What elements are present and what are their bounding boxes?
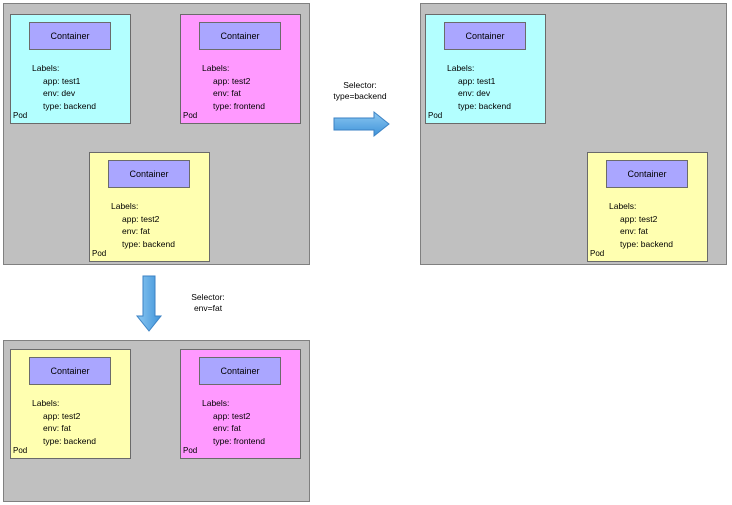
- label-env: env: fat: [122, 226, 150, 236]
- label-type: type: frontend: [213, 435, 265, 446]
- labels-heading: Labels:: [609, 201, 637, 211]
- pod-labels: Labels: app: test1 env: dev type: backen…: [32, 62, 96, 112]
- label-type: type: backend: [458, 100, 511, 111]
- labels-heading: Labels:: [32, 398, 60, 408]
- labels-heading: Labels:: [202, 63, 230, 73]
- labels-heading: Labels:: [447, 63, 475, 73]
- container-box: Container: [29, 357, 111, 385]
- pod-tag: Pod: [13, 111, 28, 120]
- label-type: type: backend: [43, 100, 96, 111]
- pod-labels: Labels: app: test2 env: fat type: backen…: [609, 200, 673, 250]
- selector-expression: type=backend: [333, 91, 387, 101]
- container-box: Container: [444, 22, 526, 50]
- labels-heading: Labels:: [32, 63, 60, 73]
- container-label: Container: [627, 169, 667, 179]
- label-type: type: backend: [620, 238, 673, 249]
- container-label: Container: [220, 31, 260, 41]
- labels-heading: Labels:: [111, 201, 139, 211]
- label-app: app: test2: [213, 410, 251, 421]
- label-app: app: test2: [213, 75, 251, 86]
- label-app: app: test2: [122, 213, 160, 224]
- container-label: Container: [50, 366, 90, 376]
- label-env: env: fat: [43, 423, 71, 433]
- label-env: env: fat: [620, 226, 648, 236]
- pod-labels: Labels: app: test2 env: fat type: fronte…: [202, 397, 265, 447]
- container-label: Container: [129, 169, 169, 179]
- selector-env-fat-label: Selector: env=fat: [180, 292, 236, 314]
- container-label: Container: [220, 366, 260, 376]
- label-app: app: test1: [458, 75, 496, 86]
- pod-labels: Labels: app: test2 env: fat type: backen…: [32, 397, 96, 447]
- container-label: Container: [465, 31, 505, 41]
- container-box: Container: [606, 160, 688, 188]
- pod-test2-fat-backend: Container Labels: app: test2 env: fat ty…: [89, 152, 210, 262]
- label-env: env: fat: [213, 88, 241, 98]
- label-app: app: test2: [43, 410, 81, 421]
- pod-tag: Pod: [13, 446, 28, 455]
- pod-test1-dev-backend: Container Labels: app: test1 env: dev ty…: [10, 14, 131, 124]
- type-backend-pod-group: Container Labels: app: test1 env: dev ty…: [420, 3, 727, 265]
- pod-tag: Pod: [590, 249, 605, 258]
- container-box: Container: [108, 160, 190, 188]
- label-app: app: test2: [620, 213, 658, 224]
- pod-test1-dev-backend: Container Labels: app: test1 env: dev ty…: [425, 14, 546, 124]
- pod-labels: Labels: app: test1 env: dev type: backen…: [447, 62, 511, 112]
- pod-test2-fat-frontend: Container Labels: app: test2 env: fat ty…: [180, 349, 301, 459]
- container-box: Container: [199, 22, 281, 50]
- selector-heading: Selector:: [191, 292, 225, 302]
- label-env: env: fat: [213, 423, 241, 433]
- pod-test2-fat-backend: Container Labels: app: test2 env: fat ty…: [587, 152, 708, 262]
- pod-tag: Pod: [428, 111, 443, 120]
- label-type: type: frontend: [213, 100, 265, 111]
- container-box: Container: [29, 22, 111, 50]
- container-box: Container: [199, 357, 281, 385]
- right-arrow-icon: [333, 110, 390, 138]
- selector-heading: Selector:: [343, 80, 377, 90]
- label-app: app: test1: [43, 75, 81, 86]
- pod-test2-fat-frontend: Container Labels: app: test2 env: fat ty…: [180, 14, 301, 124]
- pod-tag: Pod: [92, 249, 107, 258]
- selector-type-backend-label: Selector: type=backend: [326, 80, 394, 102]
- label-type: type: backend: [43, 435, 96, 446]
- label-type: type: backend: [122, 238, 175, 249]
- source-pod-group: Container Labels: app: test1 env: dev ty…: [3, 3, 310, 265]
- label-env: env: dev: [458, 88, 491, 98]
- down-arrow-icon: [135, 275, 163, 332]
- container-label: Container: [50, 31, 90, 41]
- pod-tag: Pod: [183, 446, 198, 455]
- pod-labels: Labels: app: test2 env: fat type: backen…: [111, 200, 175, 250]
- pod-labels: Labels: app: test2 env: fat type: fronte…: [202, 62, 265, 112]
- env-fat-pod-group: Container Labels: app: test2 env: fat ty…: [3, 340, 310, 502]
- label-env: env: dev: [43, 88, 76, 98]
- selector-expression: env=fat: [193, 303, 223, 313]
- labels-heading: Labels:: [202, 398, 230, 408]
- pod-test2-fat-backend: Container Labels: app: test2 env: fat ty…: [10, 349, 131, 459]
- pod-tag: Pod: [183, 111, 198, 120]
